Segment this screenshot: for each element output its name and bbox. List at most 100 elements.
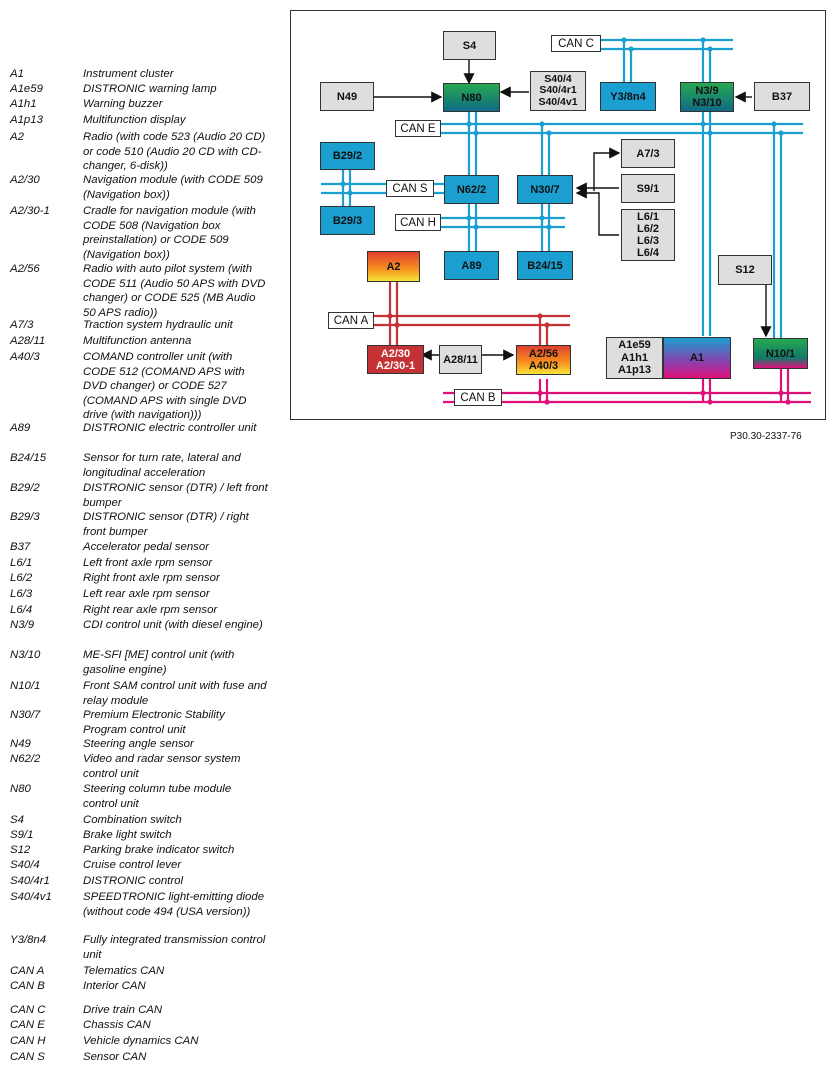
legend-code: A1h1 [10, 98, 37, 110]
component-b24-15: B24/15 [517, 251, 573, 280]
legend-description: Drive train CAN [83, 1004, 163, 1016]
legend-code: B29/2 [10, 482, 40, 494]
legend-description: Fully integrated transmission control un… [83, 934, 266, 961]
component-label: S4 [462, 39, 477, 52]
legend-description: Front SAM control unit with fuse and rel… [83, 680, 267, 707]
legend-code: S40/4v1 [10, 891, 52, 903]
legend-description: DISTRONIC sensor (DTR) / left front bump… [83, 482, 268, 509]
legend-code: L6/4 [10, 604, 33, 616]
legend-code: A1p13 [10, 114, 43, 126]
component-b29-3: B29/3 [320, 206, 375, 235]
component-label: S40/4 [544, 72, 572, 85]
component-a2-56-a40-3: A2/56 A40/3 [516, 345, 571, 375]
component-n10-1: N10/1 [753, 338, 808, 369]
junction-dots-red [387, 313, 550, 328]
legend-code: CAN A [10, 965, 45, 977]
can-e-label: CAN E [395, 120, 441, 137]
component-n30-7: N30/7 [517, 175, 573, 204]
legend-code: A1e59 [10, 83, 43, 95]
component-label: A1p13 [617, 364, 652, 377]
component-s9-1: S9/1 [621, 174, 675, 203]
legend-description: Left front axle rpm sensor [83, 557, 213, 569]
component-label: N80 [461, 91, 482, 104]
component-label: N49 [336, 90, 358, 103]
component-label: B37 [771, 90, 793, 103]
component-b37: B37 [754, 82, 810, 111]
legend-description: DISTRONIC electric controller unit [83, 422, 257, 434]
legend-description: Accelerator pedal sensor [83, 541, 209, 553]
legend-description: Interior CAN [83, 980, 146, 992]
component-label: L6/4 [636, 247, 659, 260]
component-label: S9/1 [636, 182, 660, 195]
component-label: A28/11 [443, 353, 478, 366]
legend-code: CAN S [10, 1051, 45, 1063]
component-label: L6/2 [636, 222, 659, 235]
component-label: N3/10 [692, 97, 722, 109]
legend-code: S12 [10, 844, 31, 856]
legend-description: Radio with auto pilot system (with CODE … [83, 263, 266, 319]
component-a7-3: A7/3 [621, 139, 675, 168]
legend-code: N62/2 [10, 753, 41, 765]
component-label: S40/4r1 [539, 84, 577, 97]
legend-description: SPEEDTRONIC light-emitting diode (withou… [83, 891, 265, 918]
component-label: A1e59 [618, 339, 651, 352]
legend-code: B37 [10, 541, 31, 553]
legend-code: A40/3 [10, 351, 40, 363]
legend-code: S40/4 [10, 859, 40, 871]
legend-code: CAN B [10, 980, 45, 992]
component-a1: A1 [663, 337, 731, 379]
component-n3-9-n3-10: N3/9 N3/10 [680, 82, 734, 112]
component-label: A7/3 [636, 147, 660, 160]
component-a28-11: A28/11 [439, 345, 482, 374]
component-label: B29/3 [332, 214, 363, 227]
component-b29-2: B29/2 [320, 142, 375, 170]
legend-code: S4 [10, 814, 24, 826]
component-s12: S12 [718, 255, 772, 285]
component-a89: A89 [444, 251, 499, 280]
component-label: N3/9 [695, 85, 719, 97]
legend-code: A28/11 [10, 335, 46, 347]
component-label: B24/15 [527, 259, 563, 272]
legend-description: Traction system hydraulic unit [83, 319, 233, 331]
component-a2: A2 [367, 251, 420, 282]
legend-code: A2/30-1 [10, 205, 50, 217]
component-label: A89 [461, 259, 482, 272]
can-network-diagram: CAN C CAN E CAN S CAN H CAN A CAN B S4 N… [290, 10, 826, 420]
component-a1-subunits: A1e59 A1h1 A1p13 [606, 337, 663, 379]
legend-code: N80 [10, 783, 31, 795]
legend-code: B24/15 [10, 452, 47, 464]
component-s40-group: S40/4 S40/4r1 S40/4v1 [530, 71, 586, 111]
component-label: A2/56 [528, 348, 559, 360]
component-label: B29/2 [332, 150, 363, 162]
legend-description: DISTRONIC sensor (DTR) / right front bum… [83, 511, 249, 538]
component-a2-30-a2-30-1: A2/30 A2/30-1 [367, 345, 424, 374]
legend-description: Chassis CAN [83, 1019, 151, 1031]
legend-description: Right front axle rpm sensor [83, 572, 220, 584]
legend-description: Combination switch [83, 814, 182, 826]
legend-description: Sensor for turn rate, lateral and longit… [83, 452, 241, 479]
legend-description: Cruise control lever [83, 859, 182, 871]
legend-code: N10/1 [10, 680, 41, 692]
can-b-label: CAN B [454, 389, 502, 406]
component-label: L6/1 [636, 210, 659, 223]
legend-code: S40/4r1 [10, 875, 50, 887]
legend-code: S9/1 [10, 829, 34, 841]
can-a-label: CAN A [328, 312, 374, 329]
legend-code: Y3/8n4 [10, 934, 47, 946]
component-label: A1h1 [621, 351, 648, 364]
legend-code: CAN E [10, 1019, 45, 1031]
component-s4: S4 [443, 31, 496, 60]
figure-reference: P30.30-2337-76 [730, 431, 802, 442]
legend-code: L6/3 [10, 588, 33, 600]
legend-description: Brake light switch [83, 829, 172, 841]
component-y3-8n4: Y3/8n4 [600, 82, 656, 111]
legend-description: Telematics CAN [83, 965, 165, 977]
component-label: Y3/8n4 [610, 90, 646, 103]
legend-description: Video and radar sensor system control un… [83, 753, 241, 780]
component-n49: N49 [320, 82, 374, 111]
legend-description: Sensor CAN [83, 1051, 147, 1063]
component-l6-group: L6/1 L6/2 L6/3 L6/4 [621, 209, 675, 261]
legend-description: Warning buzzer [83, 98, 163, 110]
legend-description: ME-SFI [ME] control unit (with gasoline … [83, 649, 235, 676]
component-n80: N80 [443, 83, 500, 112]
